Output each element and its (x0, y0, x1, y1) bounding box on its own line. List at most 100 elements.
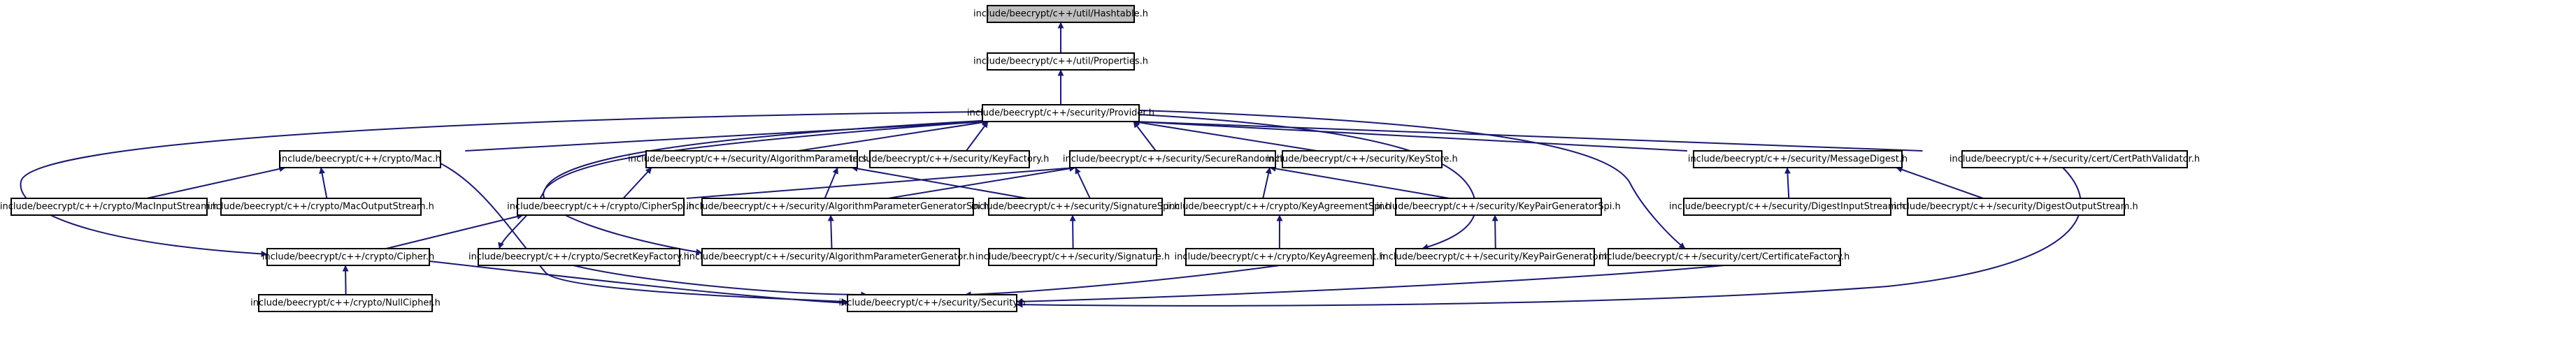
node-keyagreement[interactable]: include/beecrypt/c++/crypto/KeyAgreement… (1175, 248, 1385, 266)
edge-algparamgenspi-algparamgen (827, 214, 834, 249)
node-box[interactable] (279, 150, 441, 168)
edge-provider-securerandom (1133, 121, 1157, 152)
edge-secretkeyfactory-security (573, 265, 868, 298)
edge-algparams-cipherspi (622, 167, 652, 199)
node-macinputstream[interactable]: include/beecrypt/c++/crypto/MacInputStre… (0, 198, 218, 216)
node-secretkeyfactory[interactable]: include/beecrypt/c++/crypto/SecretKeyFac… (468, 248, 689, 266)
node-security[interactable]: include/beecrypt/c++/security/Security.h (838, 294, 1026, 312)
node-box[interactable] (701, 198, 974, 216)
edge-provider-keypairgen (1138, 114, 1477, 250)
node-signature[interactable]: include/beecrypt/c++/security/Signature.… (975, 248, 1170, 266)
node-box[interactable] (987, 52, 1135, 71)
edge-provider-algparamgen (543, 119, 1001, 256)
node-label: include/beecrypt/c++/util/Hashtable.h (973, 9, 1148, 20)
node-box[interactable] (1185, 248, 1374, 266)
node-box[interactable] (1282, 150, 1443, 168)
node-box[interactable] (1907, 198, 2125, 216)
node-box[interactable] (645, 150, 858, 168)
edge-cipher-nullcipher (342, 265, 349, 295)
edge-provider-algparams (798, 119, 989, 152)
node-label: include/beecrypt/c++/crypto/SecretKeyFac… (468, 252, 689, 263)
node-label: include/beecrypt/c++/security/DigestOutp… (1894, 202, 2138, 212)
node-macoutputstream[interactable]: include/beecrypt/c++/crypto/MacOutputStr… (208, 198, 434, 216)
node-label: include/beecrypt/c++/crypto/KeyAgreement… (1166, 202, 1391, 212)
edge-provider-certfactory (1138, 110, 1686, 249)
node-keyfactory[interactable]: include/beecrypt/c++/security/KeyFactory… (850, 150, 1050, 168)
node-digestoutputstream[interactable]: include/beecrypt/c++/security/DigestOutp… (1894, 198, 2138, 216)
edge-securerandom-algparamgenspi (887, 165, 1076, 199)
node-box[interactable] (266, 248, 430, 266)
node-cipherspi[interactable]: include/beecrypt/c++/crypto/CipherSpi.h (507, 198, 694, 216)
node-box[interactable] (10, 198, 208, 216)
node-box[interactable] (220, 198, 422, 216)
node-label: include/beecrypt/c++/security/SecureRand… (1063, 154, 1282, 165)
node-securerandom[interactable]: include/beecrypt/c++/security/SecureRand… (1063, 150, 1282, 168)
node-keyagreementspi[interactable]: include/beecrypt/c++/crypto/KeyAgreement… (1166, 198, 1391, 216)
edge-keyagreement-security (964, 265, 1280, 298)
edge-mac-macoutputstream (319, 167, 328, 199)
node-box[interactable] (1961, 150, 2188, 168)
edge-cipher-security (429, 261, 848, 307)
node-box[interactable] (987, 5, 1135, 23)
node-algparamgenspi[interactable]: include/beecrypt/c++/security/AlgorithmP… (686, 198, 989, 216)
node-nullcipher[interactable]: include/beecrypt/c++/crypto/NullCipher.h (250, 294, 441, 312)
node-box[interactable] (701, 248, 960, 266)
node-provider[interactable]: include/beecrypt/c++/security/Provider.h (967, 104, 1154, 122)
edge-provider-keystore (1133, 119, 1317, 152)
node-box[interactable] (1069, 150, 1276, 168)
node-box[interactable] (988, 248, 1157, 266)
node-layer: include/beecrypt/c++/util/Hashtable.h inc… (0, 5, 2200, 312)
node-box[interactable] (847, 294, 1017, 312)
node-box[interactable] (1395, 198, 1602, 216)
node-certpathvalidator[interactable]: include/beecrypt/c++/security/cert/CertP… (1949, 150, 2200, 168)
node-box[interactable] (988, 198, 1163, 216)
edge-securerandom-cipherspi (686, 165, 1076, 199)
node-messagedigest[interactable]: include/beecrypt/c++/security/MessageDig… (1688, 150, 1908, 168)
node-label: include/beecrypt/c++/security/SignatureS… (971, 202, 1180, 212)
node-label: include/beecrypt/c++/crypto/MacInputStre… (0, 202, 218, 212)
node-label: include/beecrypt/c++/security/KeyStore.h (1266, 154, 1458, 165)
node-label: include/beecrypt/c++/security/AlgorithmP… (686, 202, 989, 212)
node-box[interactable] (1184, 198, 1374, 216)
node-label: include/beecrypt/c++/security/MessageDig… (1688, 154, 1908, 165)
node-signaturespi[interactable]: include/beecrypt/c++/security/SignatureS… (971, 198, 1180, 216)
node-box[interactable] (1395, 248, 1595, 266)
node-box[interactable] (478, 248, 680, 266)
node-digestinputstream[interactable]: include/beecrypt/c++/security/DigestInpu… (1669, 198, 1905, 216)
node-box[interactable] (982, 104, 1140, 122)
node-label: include/beecrypt/c++/crypto/MacOutputStr… (208, 202, 434, 212)
edge-layer (20, 22, 2082, 308)
node-box[interactable] (1693, 150, 1903, 168)
node-keypairgenspi[interactable]: include/beecrypt/c++/security/KeyPairGen… (1376, 198, 1621, 216)
node-label: include/beecrypt/c++/security/DigestInpu… (1669, 202, 1905, 212)
node-label: include/beecrypt/c++/security/AlgorithmP… (687, 252, 975, 263)
edge-algparams-signaturespi (851, 166, 1027, 199)
edge-certpathvalidator-security (1016, 167, 2082, 308)
node-label: include/beecrypt/c++/crypto/Cipher.h (262, 252, 435, 263)
node-properties[interactable]: include/beecrypt/c++/util/Properties.h (973, 52, 1148, 71)
edge-provider-cipher (20, 111, 983, 257)
node-box[interactable] (1608, 248, 1841, 266)
edge-securerandom-signaturespi (1075, 167, 1091, 199)
node-label: include/beecrypt/c++/security/Provider.h (967, 108, 1154, 119)
node-mac[interactable]: include/beecrypt/c++/crypto/Mac.h (279, 150, 441, 168)
node-box[interactable] (1683, 198, 1891, 216)
node-keypairgen[interactable]: include/beecrypt/c++/security/KeyPairGen… (1380, 248, 1610, 266)
node-algparams[interactable]: include/beecrypt/c++/security/AlgorithmP… (628, 150, 875, 168)
node-certfactory[interactable]: include/beecrypt/c++/security/cert/Certi… (1599, 248, 1850, 266)
node-box[interactable] (869, 150, 1030, 168)
node-cipher[interactable]: include/beecrypt/c++/crypto/Cipher.h (262, 248, 435, 266)
edge-cipherspi-cipher (385, 213, 524, 249)
node-label: include/beecrypt/c++/crypto/NullCipher.h (250, 298, 441, 309)
node-box[interactable] (517, 198, 685, 216)
node-label: include/beecrypt/c++/security/KeyPairGen… (1380, 252, 1610, 263)
node-label: include/beecrypt/c++/security/AlgorithmP… (628, 154, 875, 165)
node-box[interactable] (258, 294, 433, 312)
node-label: include/beecrypt/c++/crypto/KeyAgreement… (1175, 252, 1385, 263)
node-algparamgen[interactable]: include/beecrypt/c++/security/AlgorithmP… (687, 248, 975, 266)
node-label: include/beecrypt/c++/security/KeyPairGen… (1376, 202, 1621, 212)
node-hashtable[interactable]: include/beecrypt/c++/util/Hashtable.h (973, 5, 1148, 23)
node-label: include/beecrypt/c++/crypto/CipherSpi.h (507, 202, 694, 212)
node-keystore[interactable]: include/beecrypt/c++/security/KeyStore.h (1266, 150, 1458, 168)
edge-provider-keyfactory (966, 121, 989, 152)
